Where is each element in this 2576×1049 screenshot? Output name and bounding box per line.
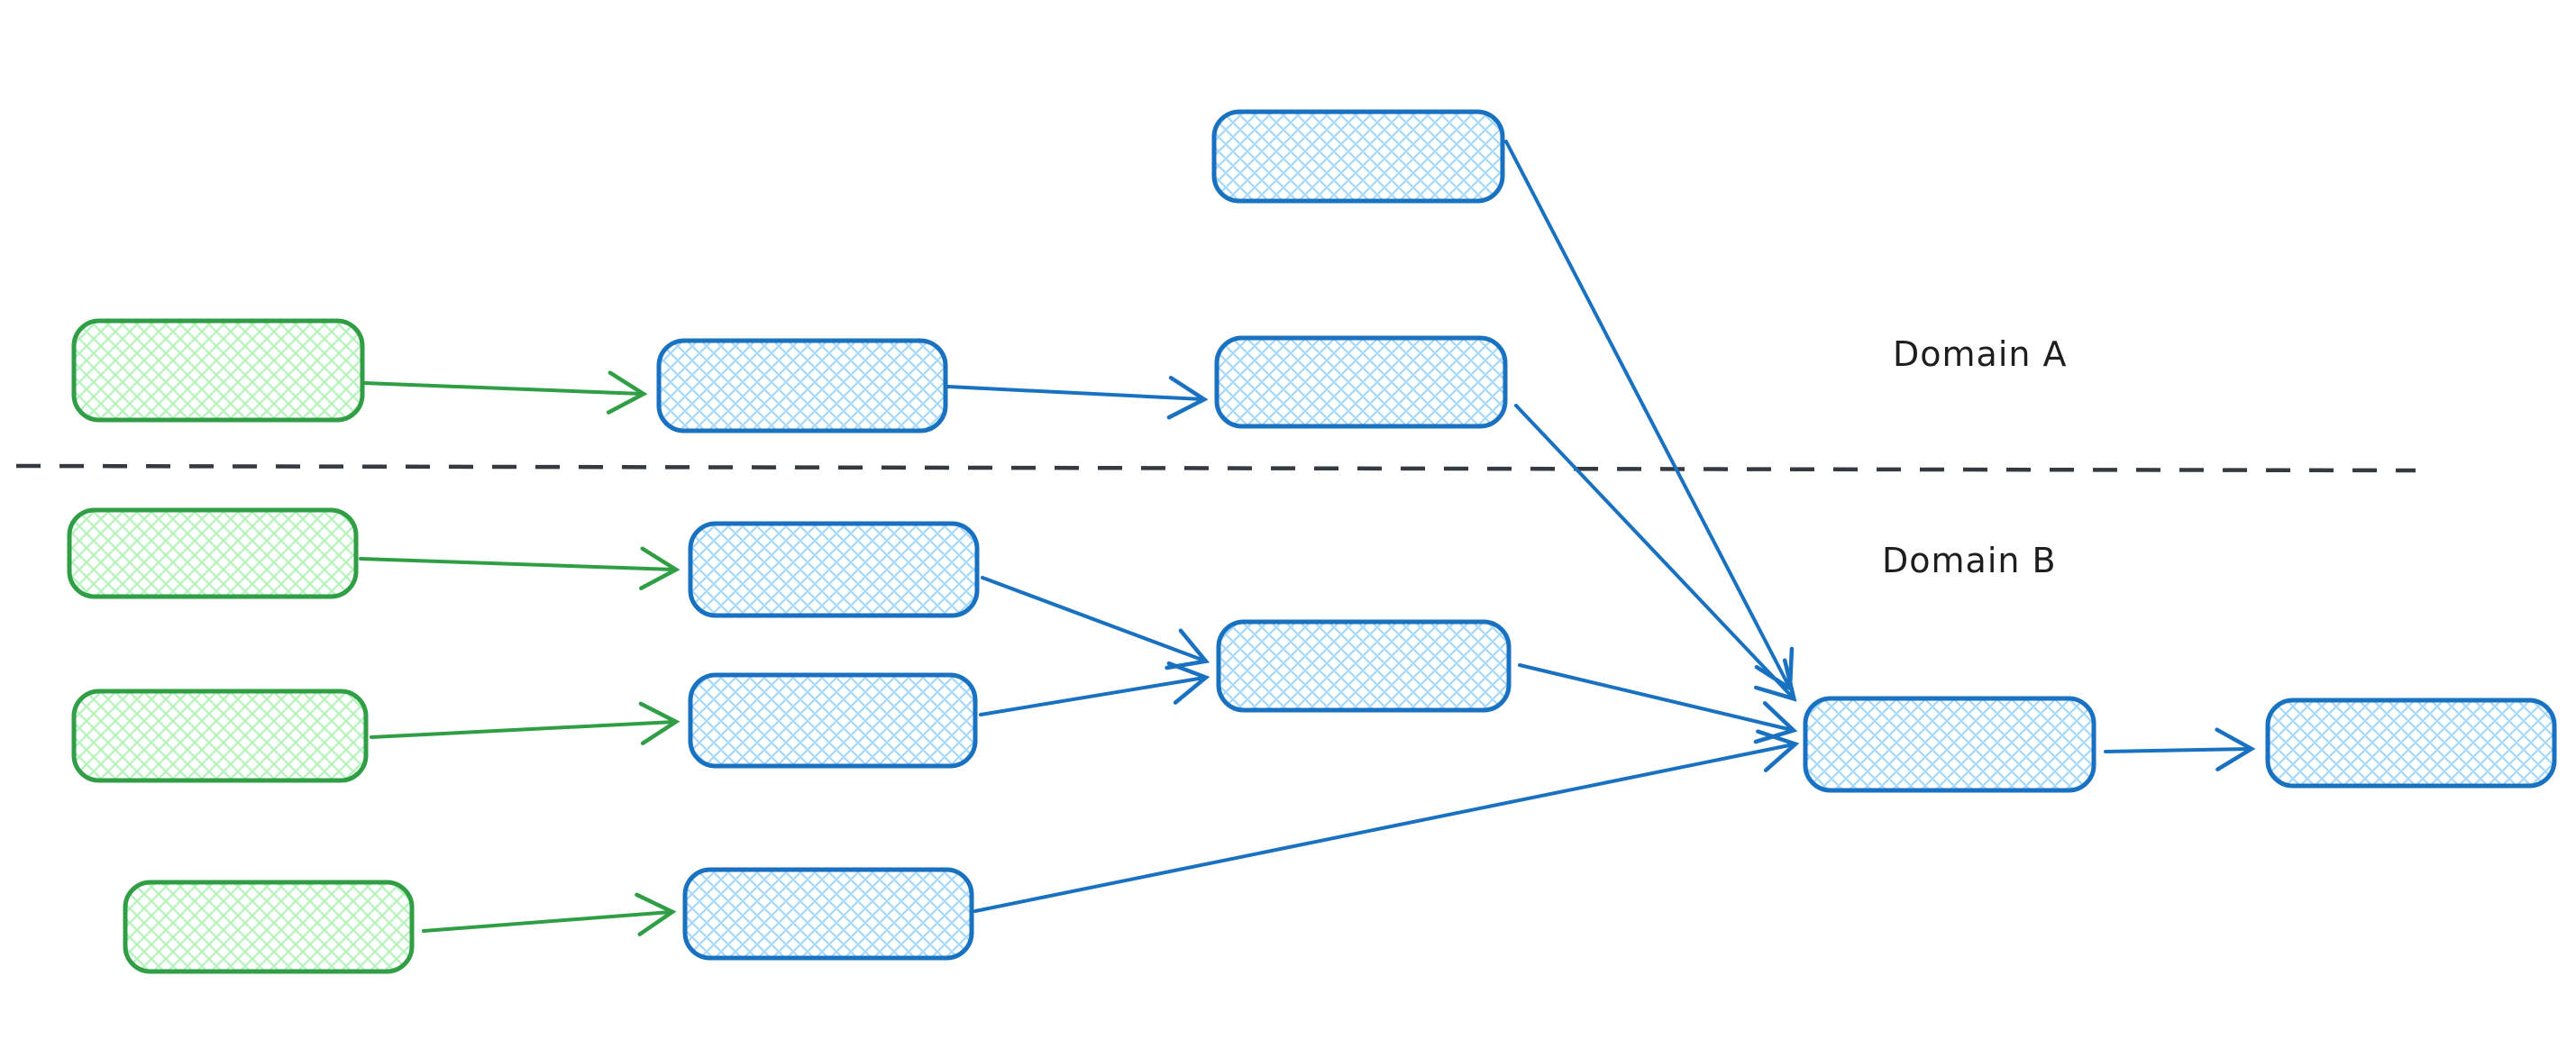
node-blue-aggregator[interactable] — [1803, 696, 2096, 793]
node-green-b1[interactable] — [67, 507, 359, 599]
edge-combiner-to-aggregator[interactable] — [1518, 663, 1798, 744]
node-blue-b2[interactable] — [688, 672, 978, 769]
node-blue-top[interactable] — [1211, 109, 1505, 204]
edge-blue-top-to-aggregator[interactable] — [1504, 140, 1795, 692]
node-green-source-a[interactable] — [71, 318, 365, 423]
node-blue-b-combiner[interactable] — [1216, 619, 1512, 713]
node-blue-final[interactable] — [2265, 698, 2557, 789]
node-blue-b3[interactable] — [682, 867, 974, 961]
node-green-b2[interactable] — [71, 689, 369, 783]
node-blue-a1[interactable] — [656, 338, 948, 433]
edge-green-b1-to-blue-b1[interactable] — [359, 546, 681, 590]
edge-blue-b3-to-aggregator[interactable] — [973, 729, 1800, 913]
domain-divider-dashed-line[interactable] — [15, 463, 2416, 473]
domain-b-label[interactable]: Domain B — [1882, 541, 2057, 580]
edge-green-source-a-to-blue-a1[interactable] — [362, 370, 648, 415]
edge-blue-b2-to-combiner[interactable] — [979, 661, 1210, 716]
edge-blue-a2-to-aggregator[interactable] — [1514, 404, 1797, 702]
edge-blue-a1-to-blue-a2[interactable] — [946, 375, 1209, 420]
edge-blue-b1-to-combiner[interactable] — [981, 576, 1210, 670]
edge-green-b2-to-blue-b2[interactable] — [370, 701, 681, 746]
edge-aggregator-to-final[interactable] — [2104, 727, 2256, 771]
domain-a-label[interactable]: Domain A — [1893, 334, 2068, 374]
edge-green-b3-to-blue-b3[interactable] — [422, 892, 677, 936]
node-green-b3[interactable] — [123, 880, 415, 974]
node-blue-b1[interactable] — [688, 521, 980, 618]
node-blue-a2[interactable] — [1214, 335, 1508, 429]
